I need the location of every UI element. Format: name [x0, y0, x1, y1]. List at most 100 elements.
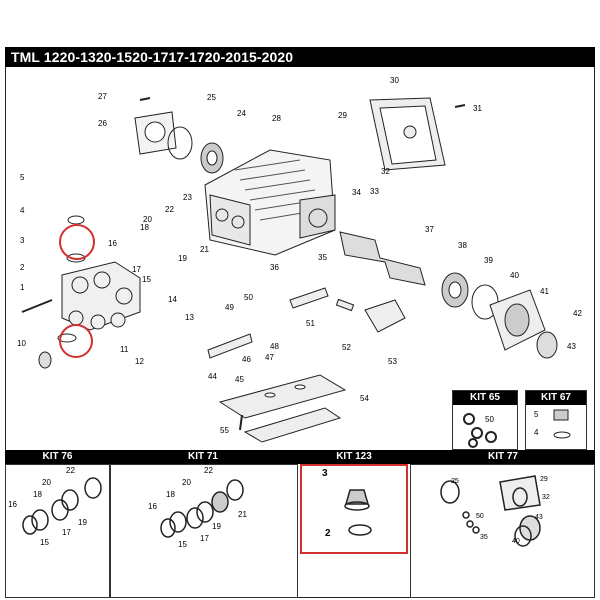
- kit-71-label-22: 22: [204, 466, 213, 475]
- svg-text:10: 10: [17, 339, 26, 348]
- svg-text:15: 15: [142, 275, 151, 284]
- bolts: [21, 97, 466, 431]
- kit-76-label-18: 18: [33, 490, 42, 499]
- svg-text:26: 26: [98, 119, 107, 128]
- svg-text:20: 20: [143, 215, 152, 224]
- kit-71-label-20: 20: [182, 478, 191, 487]
- svg-text:4: 4: [20, 206, 25, 215]
- svg-text:16: 16: [108, 239, 117, 248]
- kit-65-parts: [463, 413, 497, 448]
- kit-76-box: [5, 464, 110, 598]
- svg-text:35: 35: [318, 253, 327, 262]
- svg-text:3: 3: [20, 236, 25, 245]
- svg-text:12: 12: [135, 357, 144, 366]
- kit-65-box: KIT 65 50: [452, 390, 518, 450]
- svg-text:52: 52: [342, 343, 351, 352]
- kit-71-box: [110, 464, 298, 598]
- svg-text:49: 49: [225, 303, 234, 312]
- svg-text:14: 14: [168, 295, 177, 304]
- svg-text:33: 33: [370, 187, 379, 196]
- kit-123-box: [300, 464, 408, 554]
- kit-71-label-21: 21: [238, 510, 247, 519]
- kit-65-label: 50: [485, 415, 494, 424]
- kit-123-label-3: 3: [322, 468, 328, 479]
- kit-123-label-2: 2: [325, 528, 331, 539]
- highlight-valve-bottom: [59, 324, 93, 358]
- kit-77-label-29: 29: [540, 476, 548, 483]
- svg-text:30: 30: [390, 76, 399, 85]
- kit-71-label-16: 16: [148, 502, 157, 511]
- svg-text:25: 25: [207, 93, 216, 102]
- svg-text:1: 1: [20, 283, 25, 292]
- svg-text:29: 29: [338, 111, 347, 120]
- svg-text:53: 53: [388, 357, 397, 366]
- kit-76-title: KIT 76: [42, 451, 73, 462]
- svg-text:23: 23: [183, 193, 192, 202]
- svg-text:41: 41: [540, 287, 549, 296]
- base-plate: [218, 374, 347, 443]
- svg-text:48: 48: [270, 342, 279, 351]
- kit-71-label-15: 15: [178, 540, 187, 549]
- svg-text:42: 42: [573, 309, 582, 318]
- kit-65-title: KIT 65: [453, 391, 517, 405]
- kit-77-label-40: 40: [512, 538, 520, 545]
- svg-text:51: 51: [306, 319, 315, 328]
- kit-76-label-19: 19: [78, 518, 87, 527]
- kit-77-label-50: 50: [476, 513, 484, 520]
- svg-text:22: 22: [165, 205, 174, 214]
- svg-text:27: 27: [98, 92, 107, 101]
- svg-text:47: 47: [265, 353, 274, 362]
- svg-text:11: 11: [120, 345, 129, 354]
- kit-76-label-15: 15: [40, 538, 49, 547]
- svg-text:2: 2: [20, 263, 25, 272]
- svg-text:44: 44: [208, 372, 217, 381]
- svg-text:54: 54: [360, 394, 369, 403]
- kit-67-title: KIT 67: [526, 391, 586, 405]
- svg-text:36: 36: [270, 263, 279, 272]
- kit-67-parts: [553, 409, 571, 439]
- kit-76-label-17: 17: [62, 528, 71, 537]
- svg-text:18: 18: [140, 223, 149, 232]
- svg-text:19: 19: [178, 254, 187, 263]
- svg-text:55: 55: [220, 426, 229, 435]
- rear-cover: [369, 97, 446, 171]
- svg-text:46: 46: [242, 355, 251, 364]
- front-flange: [134, 111, 177, 155]
- kit-71-title: KIT 71: [187, 451, 218, 462]
- svg-text:21: 21: [200, 245, 209, 254]
- svg-text:50: 50: [244, 293, 253, 302]
- pump-crankcase: [204, 149, 336, 256]
- svg-text:13: 13: [185, 313, 194, 322]
- svg-text:5: 5: [20, 173, 25, 182]
- highlight-valve-top: [59, 224, 95, 260]
- svg-text:31: 31: [473, 104, 482, 113]
- pump-head: [61, 261, 141, 331]
- kit-67-label-5: 5: [534, 410, 539, 419]
- kit-67-label-4: 4: [534, 428, 539, 437]
- kit-77-box: [410, 464, 595, 598]
- kit-76-label-16: 16: [8, 500, 17, 509]
- svg-text:43: 43: [567, 342, 576, 351]
- svg-text:24: 24: [237, 109, 246, 118]
- kit-76-label-20: 20: [42, 478, 51, 487]
- svg-text:34: 34: [352, 188, 361, 197]
- kit-77-label-32: 32: [542, 494, 550, 501]
- svg-text:38: 38: [458, 241, 467, 250]
- svg-text:37: 37: [425, 225, 434, 234]
- pistons-and-rods: [207, 287, 406, 359]
- kit-76-label-22: 22: [66, 466, 75, 475]
- kits-row-header: [5, 450, 595, 464]
- svg-text:45: 45: [235, 375, 244, 384]
- kit-123-title: KIT 123: [336, 451, 372, 462]
- kit-67-box: KIT 67 5 4: [525, 390, 587, 450]
- kit-77-label-35: 35: [480, 534, 488, 541]
- svg-text:17: 17: [132, 265, 141, 274]
- kit-71-label-17: 17: [200, 534, 209, 543]
- kit-77-title: KIT 77: [487, 451, 518, 462]
- svg-text:28: 28: [272, 114, 281, 123]
- kit-71-label-19: 19: [212, 522, 221, 531]
- kit-77-label-25: 25: [451, 478, 459, 485]
- svg-text:40: 40: [510, 271, 519, 280]
